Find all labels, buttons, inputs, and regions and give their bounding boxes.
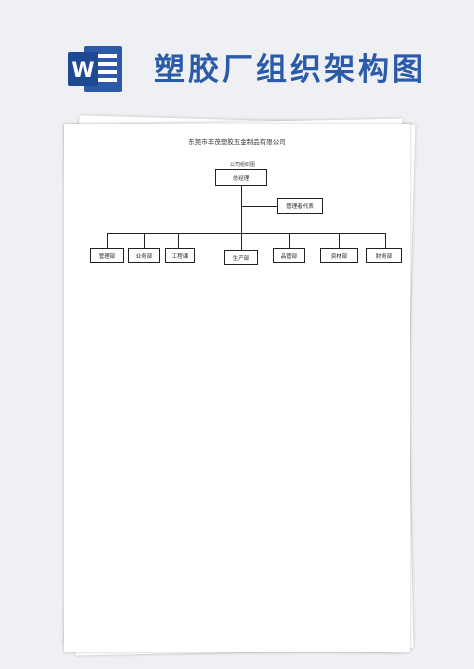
- box-general-manager: 总经理: [215, 169, 267, 186]
- connector-drop: [107, 233, 108, 248]
- connector-drop: [144, 233, 145, 248]
- box-department: 资材部: [320, 248, 358, 263]
- connector-drop: [178, 233, 179, 248]
- box-management-representative: 管理者代表: [277, 198, 323, 214]
- connector-trunk: [241, 186, 242, 233]
- connector-representative: [241, 206, 277, 207]
- word-icon-letter: W: [71, 58, 94, 82]
- word-icon: W: [68, 46, 122, 92]
- connector-drop: [289, 233, 290, 248]
- box-department: 财务部: [366, 248, 402, 263]
- box-department: 品管部: [273, 248, 305, 263]
- connector-drop: [241, 233, 242, 250]
- connector-horizontal: [107, 233, 386, 234]
- box-department: 工程课: [165, 248, 195, 263]
- connector-drop: [385, 233, 386, 248]
- banner: W 塑胶厂组织架构图: [0, 0, 474, 118]
- box-department: 生产部: [224, 250, 258, 265]
- document-page: 东莞市丰茂塑胶五金制品有限公司 公司组织图 总经理 管理者代表 管理部 业务部 …: [64, 124, 410, 652]
- box-department: 管理部: [90, 248, 124, 263]
- page-title: 塑胶厂组织架构图: [154, 52, 426, 88]
- box-department: 业务部: [128, 248, 160, 263]
- company-name: 东莞市丰茂塑胶五金制品有限公司: [188, 138, 286, 146]
- chart-caption: 公司组织图: [230, 162, 256, 168]
- connector-drop: [339, 233, 340, 248]
